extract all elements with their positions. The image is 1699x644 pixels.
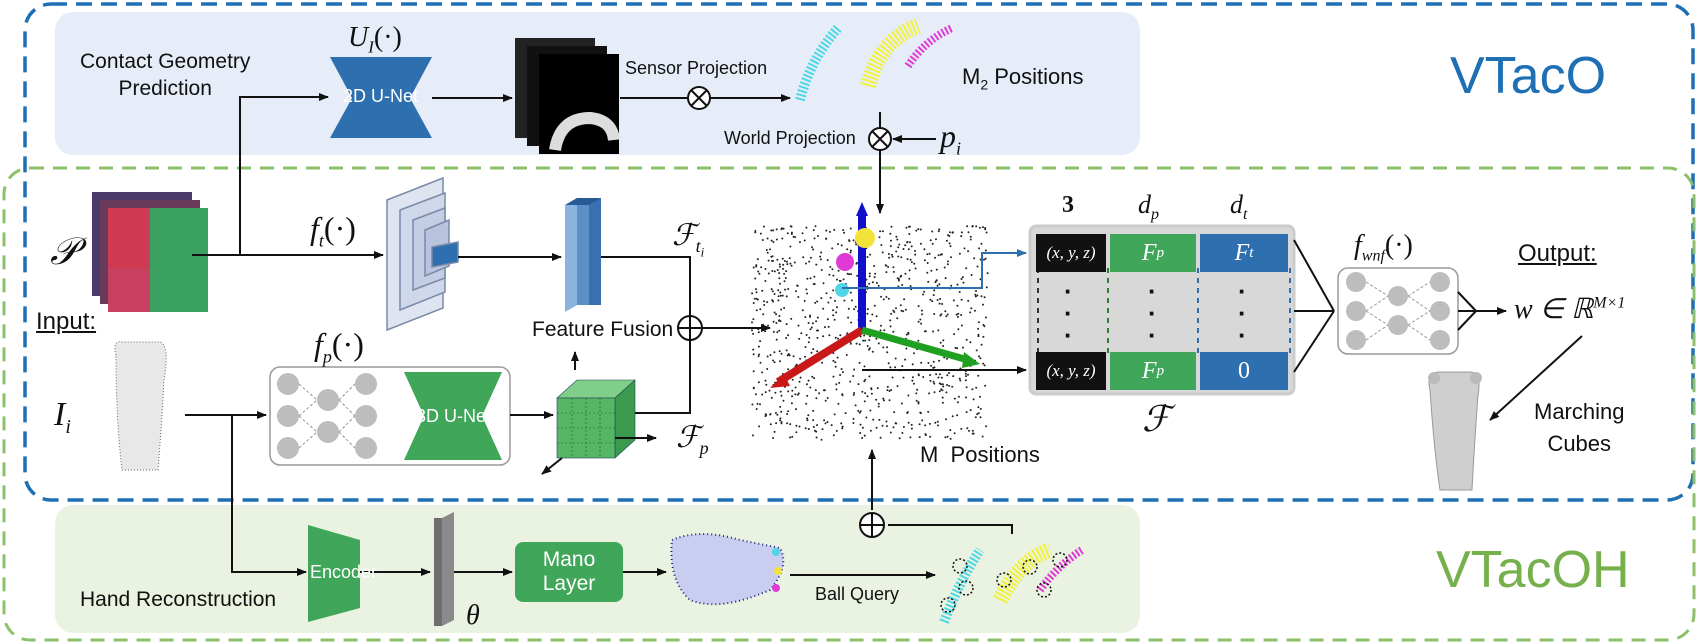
ball-query-sum-operator: [859, 512, 885, 538]
input-label: Input:: [36, 308, 97, 335]
encoder-label: Encoder: [310, 562, 378, 582]
table-cell-xyz-1: (x, y, z): [1036, 234, 1106, 272]
pi-label: pi: [940, 118, 962, 159]
input-object-pointcloud: [114, 341, 167, 471]
ui-func-label: UI(·): [348, 22, 402, 57]
contact-point-strokes-top: [795, 18, 954, 102]
mano-layer-box: [515, 542, 623, 602]
unet-3d-shape: [404, 372, 502, 460]
encoder-shape: [308, 525, 360, 622]
connection-arrows: [185, 93, 1583, 579]
ft-func-label: ft(·): [310, 210, 356, 251]
hand-reconstruction-label: Hand Reconstruction: [80, 588, 277, 611]
fp-func-label: fp(·): [314, 326, 364, 367]
table-header-dt: dt: [1230, 190, 1248, 224]
unet-3d-label: 3D U-Net: [416, 406, 492, 426]
feature-fusion-label: Feature Fusion: [532, 318, 674, 341]
table-label-F: ℱ: [1142, 399, 1171, 439]
tactile-image-stack: [92, 192, 208, 312]
output-label: Output:: [1518, 240, 1597, 267]
hand-pointcloud: [670, 533, 785, 606]
table-cell-xyz-2: (x, y, z): [1036, 352, 1106, 390]
table-dots-col2: ···: [1148, 276, 1157, 350]
table-header-3: 3: [1062, 192, 1074, 218]
world-projection-operator: [868, 127, 892, 151]
input-p-label: 𝒫: [50, 231, 78, 273]
theta-latent-bar: [434, 512, 454, 626]
m2-positions-label: M2 Positions: [962, 64, 1084, 93]
depth-image-stack: [515, 38, 620, 154]
world-projection-label: World Projection: [724, 128, 856, 148]
f-p-label: ℱp: [676, 421, 709, 458]
vtacoh-group-border: [2, 166, 1696, 642]
sensor-projection-label: Sensor Projection: [625, 58, 768, 78]
fwnf-func-label: fwnf(·): [1354, 230, 1413, 265]
f-ti-label: ℱti: [672, 219, 705, 260]
vtaco-title: VTacO: [1450, 47, 1607, 105]
vtacoh-title: VTacOH: [1436, 541, 1630, 599]
table-header-dp: dp: [1138, 190, 1159, 224]
unet-2d-label: 2D U-Net: [343, 86, 419, 106]
ball-query-label: Ball Query: [815, 584, 900, 604]
table-dots-col1: ···: [1064, 276, 1073, 350]
mlp-nodes: [277, 373, 377, 459]
query-link-arrow: [842, 249, 1027, 289]
m-positions-label: M Positions: [920, 442, 1040, 467]
sensor-projection-operator: [687, 86, 711, 110]
table-cell-zero-2: 0: [1200, 352, 1288, 390]
table-dots-col3: ···: [1238, 276, 1247, 350]
cnn-encoder-layers: [386, 176, 459, 332]
output-w-label: w ∈ ℝM×1: [1514, 294, 1626, 325]
central-pointcloud: [751, 202, 989, 441]
input-i-label: Ii: [54, 396, 71, 438]
contact-point-strokes-bottom: [939, 542, 1085, 624]
feature-fusion-operator: [677, 315, 703, 341]
feature-block-ft: [565, 198, 601, 312]
theta-label: θ: [466, 600, 480, 631]
unet-2d-shape: [330, 57, 432, 138]
fwnf-nodes: [1346, 272, 1450, 350]
contact-geometry-label: Contact Geometry Prediction: [80, 50, 251, 100]
output-mesh: [1428, 371, 1482, 491]
feature-voxel-fp: [556, 379, 636, 459]
table-divider-lines: [1037, 268, 1291, 354]
mlp-edges: [298, 383, 356, 449]
